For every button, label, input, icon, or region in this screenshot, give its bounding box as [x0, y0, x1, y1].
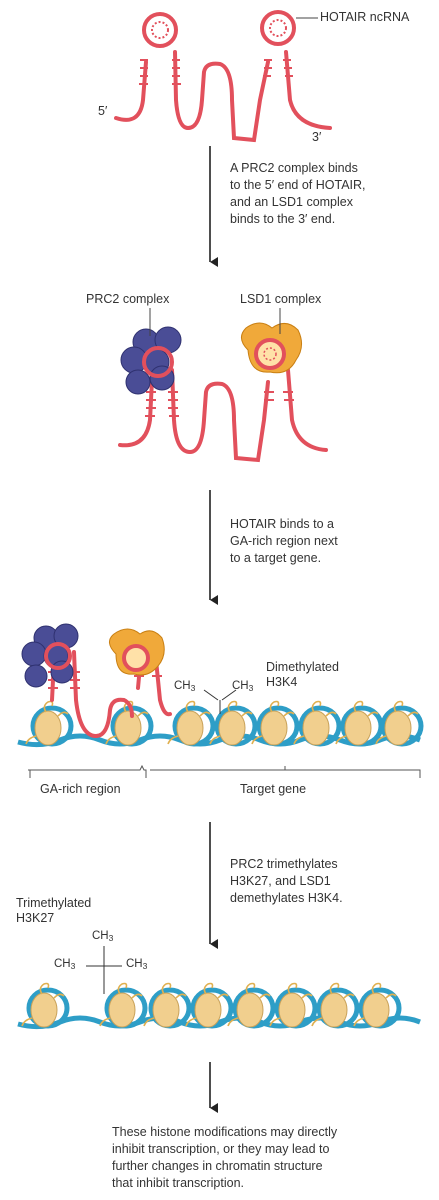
ch-text: CH [126, 958, 143, 970]
subscript-3: 3 [70, 961, 76, 971]
dimethylated-line: Dimethylated [266, 660, 339, 674]
step-1-line: to the 5′ end of HOTAIR, [230, 178, 366, 192]
nucleosome [227, 982, 276, 1029]
ga-rich-region-label: GA-rich region [40, 782, 121, 796]
nucleosome [99, 982, 148, 1029]
conclusion-line: These histone modifications may directly [112, 1125, 338, 1139]
ch3-right-stage3: CH3 [232, 680, 253, 693]
nucleosome [251, 700, 300, 747]
nucleosome [375, 700, 424, 747]
trimethylated-h3k27-label: Trimethylated H3K27 [16, 896, 91, 926]
chromatin-stage3 [17, 623, 424, 778]
subscript-3: 3 [190, 683, 196, 693]
nucleosome [353, 982, 402, 1029]
lsd1-complex-label: LSD1 complex [240, 292, 322, 306]
step-3-line: PRC2 trimethylates [230, 857, 338, 871]
ch3-right-stage4: CH3 [126, 958, 147, 971]
ch-text: CH [232, 680, 249, 692]
ch-text: CH [92, 930, 109, 942]
ch-text: CH [174, 680, 191, 692]
nucleosome [143, 982, 192, 1029]
dimethylated-line: H3K4 [266, 675, 298, 689]
ch3-left-stage4: CH3 [54, 958, 75, 971]
hotair-rna-stage1 [114, 10, 332, 143]
conclusion-text: These histone modifications may directly… [112, 1124, 432, 1192]
dimethylated-h3k4-label: Dimethylated H3K4 [266, 660, 339, 690]
step-3-line: demethylates H3K4. [230, 891, 343, 905]
prc2-complex-label: PRC2 complex [86, 292, 170, 306]
conclusion-line: that inhibit transcription. [112, 1176, 245, 1190]
ch3-top-stage4: CH3 [92, 930, 113, 943]
nucleosome [209, 700, 258, 747]
nucleosome [167, 700, 216, 747]
five-prime-label: 5′ [98, 104, 108, 118]
step-1-line: A PRC2 complex binds [230, 161, 358, 175]
step-1-line: binds to the 3′ end. [230, 212, 336, 226]
nucleosome [293, 700, 342, 747]
trimethylated-line: Trimethylated [16, 896, 92, 910]
step-1-text: A PRC2 complex binds to the 5′ end of HO… [230, 160, 435, 228]
ch3-left-stage3: CH3 [174, 680, 195, 693]
hotair-rna-stage2 [118, 308, 328, 463]
step-1-line: and an LSD1 complex [230, 195, 353, 209]
step-2-line: to a target gene. [230, 551, 322, 565]
nucleosome [311, 982, 360, 1029]
hotair-ncrna-label: HOTAIR ncRNA [320, 10, 410, 24]
step-3-line: H3K27, and LSD1 [230, 874, 331, 888]
step-2-line: HOTAIR binds to a [230, 517, 334, 531]
target-gene-label: Target gene [240, 782, 307, 796]
nucleosome [105, 700, 154, 747]
three-prime-label: 3′ [312, 130, 322, 144]
nucleosome [21, 982, 70, 1029]
chromatin-stage4 [17, 946, 421, 1030]
nucleosome [25, 700, 74, 747]
trimethylated-line: H3K27 [16, 911, 55, 925]
step-2-line: GA-rich region next [230, 534, 338, 548]
conclusion-line: inhibit transcription, or they may lead … [112, 1142, 330, 1156]
nucleosome [335, 700, 384, 747]
nucleosome [185, 982, 234, 1029]
nucleosome [269, 982, 318, 1029]
subscript-3: 3 [142, 961, 148, 971]
subscript-3: 3 [248, 683, 254, 693]
ch-text: CH [54, 958, 71, 970]
step-2-text: HOTAIR binds to a GA-rich region next to… [230, 516, 435, 567]
step-3-text: PRC2 trimethylates H3K27, and LSD1 demet… [230, 856, 435, 907]
conclusion-line: further changes in chromatin structure [112, 1159, 323, 1173]
subscript-3: 3 [108, 933, 114, 943]
